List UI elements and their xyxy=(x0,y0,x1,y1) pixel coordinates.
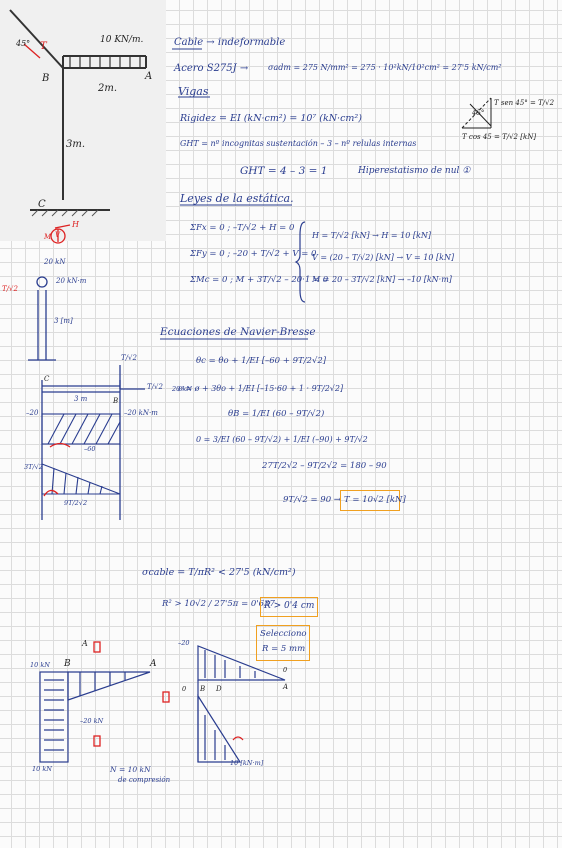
m-minus20: –20 xyxy=(178,639,190,647)
beam-left-val: –20 xyxy=(26,409,39,417)
navier-eq5: 27T/2√2 – 9T/2√2 = 180 – 90 xyxy=(262,461,387,471)
moment-triangle xyxy=(41,463,121,495)
cable-rbox: R > 0'4 cm xyxy=(264,601,315,611)
frame-left-top: 10 kN xyxy=(30,661,50,669)
frame-left-bottom: 10 kN xyxy=(32,765,52,773)
photo-reactions xyxy=(23,43,71,244)
triangle-horizontal: T cos 45 = T/√2 [kN] xyxy=(462,133,537,141)
navier-title: Ecuaciones de Navier-Bresse xyxy=(160,326,316,338)
m-zero1: 0 xyxy=(182,685,187,693)
m-a: A xyxy=(283,683,289,691)
photo-angle: 45° xyxy=(16,39,31,48)
statics-eq2: ΣFy = 0 ; –20 + T/√2 + V = 0 xyxy=(190,249,317,259)
triangle-angle: 45° xyxy=(472,109,485,117)
hiperestatismo: Hiperestatismo de nul ① xyxy=(358,166,471,176)
statics-result-m: M = 20 – 3T/√2 [kN] → –10 [kN·m] xyxy=(312,275,452,284)
photo-h: H xyxy=(72,220,79,229)
beam-right-val: –20 kN·m xyxy=(124,409,158,417)
frame-a-label: A xyxy=(82,639,88,648)
rbox-highlight xyxy=(260,597,318,617)
triangle-vertical: T sen 45° = T/√2 xyxy=(494,99,555,107)
m-d: D xyxy=(216,685,222,693)
photo-load-arrows xyxy=(69,56,141,68)
beam-c-label: C xyxy=(44,375,50,383)
column-sketch xyxy=(28,276,56,361)
frame-a: A xyxy=(150,659,157,669)
navier-eq3: θB = 1/EI (60 – 9T/√2) xyxy=(228,409,325,419)
ght-equation: GHT = 4 – 3 = 1 xyxy=(240,165,328,177)
photo-point-a: A xyxy=(145,71,153,82)
column-load: 20 kN xyxy=(44,258,66,266)
sel-highlight xyxy=(256,625,310,661)
statics-eq1: ΣFx = 0 ; –T/√2 + H = 0 xyxy=(190,223,295,233)
m-zero2: 0 xyxy=(283,666,288,674)
navier-eq2: ø = ø + 3θo + 1/EI [–15·60 + 1 · 9T/2√2] xyxy=(178,384,344,393)
photo-height: 3m. xyxy=(66,139,86,150)
acero-label: Acero S275J → xyxy=(174,63,249,74)
structure-photo xyxy=(0,0,166,241)
photo-v: V xyxy=(55,231,61,239)
photo-ground-hatch xyxy=(31,209,99,217)
beam-top-label: T/√2 xyxy=(121,354,137,362)
beam-low-left: 3T/√2 xyxy=(24,463,43,471)
beam-low-right: 9T/2√2 xyxy=(64,499,88,507)
frame-comp: de compresión xyxy=(118,776,171,784)
statics-title: Leyes de la estática. xyxy=(180,192,294,205)
cable-sigma: σcable = T/πR² < 27'5 (kN/cm²) xyxy=(142,567,296,578)
navier-eq1: θc = θo + 1/EI [–60 + 9T/2√2] xyxy=(196,356,327,366)
column-side: T/√2 xyxy=(2,285,18,293)
beam-force: 20 kN xyxy=(172,385,192,393)
cable-r2: R² > 10√2 / 27'5π = 0'637 xyxy=(162,599,275,609)
photo-frame-sketch xyxy=(9,9,147,211)
red-markers xyxy=(93,641,244,747)
statics-result-h: H = T/√2 [kN] → H = 10 [kN] xyxy=(312,231,431,240)
ght-definition: GHT = nº incognitas sustentación – 3 – n… xyxy=(180,139,417,148)
moment-frame xyxy=(197,645,286,763)
m-b: B xyxy=(200,685,206,693)
photo-span: 2m. xyxy=(98,83,118,94)
acero-expr: σadm = 275 N/mm² = 275 · 10²kN/10²cm² = … xyxy=(268,63,502,72)
beam-span: 3 m xyxy=(74,395,88,403)
beam-b-label: B xyxy=(113,397,119,405)
statics-eq3: ΣMc = 0 ; M + 3T/√2 – 20·1 = 0 xyxy=(190,275,329,285)
m-bottom-right: 10 [kN·m] xyxy=(230,759,264,767)
navier-beam xyxy=(41,365,145,520)
moment-rect xyxy=(41,413,121,445)
photo-tension: T xyxy=(40,41,47,52)
column-length: 3 [m] xyxy=(54,317,73,325)
beam-right-label: T/√2 xyxy=(147,383,163,391)
photo-point-c: C xyxy=(38,199,46,210)
navier-eq4: 0 = 3/EI (60 – 9T/√2) + 1/EI (–90) + 9T/… xyxy=(196,435,368,444)
cable-note: Cable → indeformable xyxy=(174,37,286,48)
navier-result: T = 10√2 [kN] xyxy=(344,495,406,505)
statics-result-v: V = (20 – T/√2) [kN] → V = 10 [kN] xyxy=(312,253,455,262)
result-highlight xyxy=(340,490,400,511)
column-moment: 20 kN·m xyxy=(56,277,87,285)
frame-neg20: –20 kN xyxy=(80,717,104,725)
photo-m: M xyxy=(44,233,52,241)
vigas-heading: Vigas xyxy=(178,85,209,98)
photo-point-b: B xyxy=(42,73,50,84)
frame-n: N = 10 kN xyxy=(110,765,151,774)
rigidez-eq: Rigidez = EI (kN·cm²) = 10⁷ (kN·cm²) xyxy=(180,113,362,124)
navier-eq6: 9T/√2 = 90 → xyxy=(283,495,341,505)
cable-sel1: Selecciono xyxy=(260,629,307,639)
frame-b: B xyxy=(64,659,71,669)
normal-frame xyxy=(39,671,151,763)
cable-sel2: R = 5 mm xyxy=(262,644,306,654)
beam-mid-val: –60 xyxy=(84,445,96,453)
force-triangle xyxy=(461,97,492,129)
photo-load: 10 KN/m. xyxy=(100,35,144,45)
